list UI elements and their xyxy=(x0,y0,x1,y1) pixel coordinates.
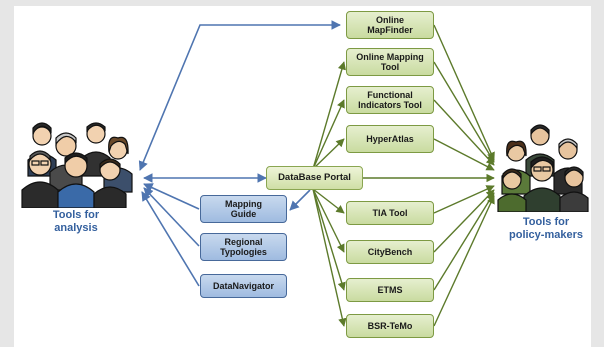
etms-box: ETMS xyxy=(346,278,434,302)
bsr-temo-box: BSR-TeMo xyxy=(346,314,434,338)
arrow-portal-to-mapping-guide xyxy=(289,189,311,211)
people-group-icon xyxy=(21,122,133,208)
arrow-bsr-temo-policy xyxy=(433,195,495,327)
arrow-portal-functional xyxy=(312,99,345,170)
arrow-hyperatlas-policy xyxy=(433,138,495,171)
arrow-tia-policy xyxy=(433,185,495,214)
online-mapfinder-box: Online MapFinder xyxy=(346,11,434,39)
arrow-analysis-regional-typologies xyxy=(143,187,200,247)
arrow-portal-online-mapping xyxy=(312,61,346,170)
analysis-caption: Tools for analysis xyxy=(52,209,100,234)
arrow-online-mapping-policy xyxy=(433,61,495,163)
mapping-guide-box: Mapping Guide xyxy=(200,195,287,223)
hyperatlas-box: HyperAtlas xyxy=(346,125,434,153)
arrow-portal-citybench xyxy=(312,188,345,253)
arrow-etms-policy xyxy=(433,192,495,291)
arrow-analysis-to-mapfinder xyxy=(138,20,341,171)
arrow-citybench-policy xyxy=(433,189,495,253)
policy-makers-caption: Tools for policy-makers xyxy=(509,216,583,241)
arrow-mapfinder-policy xyxy=(433,24,495,161)
arrow-portal-etms xyxy=(312,188,346,291)
arrow-analysis-datanavigator xyxy=(141,191,200,287)
functional-indicators-tool-box: Functional Indicators Tool xyxy=(346,86,434,114)
arrow-portal-tia xyxy=(312,188,345,214)
people-group-icon xyxy=(497,124,589,212)
citybench-box: CityBench xyxy=(346,240,434,264)
tia-tool-box: TIA Tool xyxy=(346,201,434,225)
online-mapping-tool-box: Online Mapping Tool xyxy=(346,48,434,76)
arrow-portal-bsr-temo xyxy=(312,188,347,327)
right-margin xyxy=(591,0,604,347)
regional-typologies-box: Regional Typologies xyxy=(200,233,287,261)
arrow-functional-policy xyxy=(433,99,495,166)
datanavigator-box: DataNavigator xyxy=(200,274,287,298)
arrow-portal-hyperatlas xyxy=(312,138,345,170)
top-margin xyxy=(0,0,604,6)
left-margin xyxy=(0,0,14,347)
database-portal-box: DataBase Portal xyxy=(266,166,363,190)
